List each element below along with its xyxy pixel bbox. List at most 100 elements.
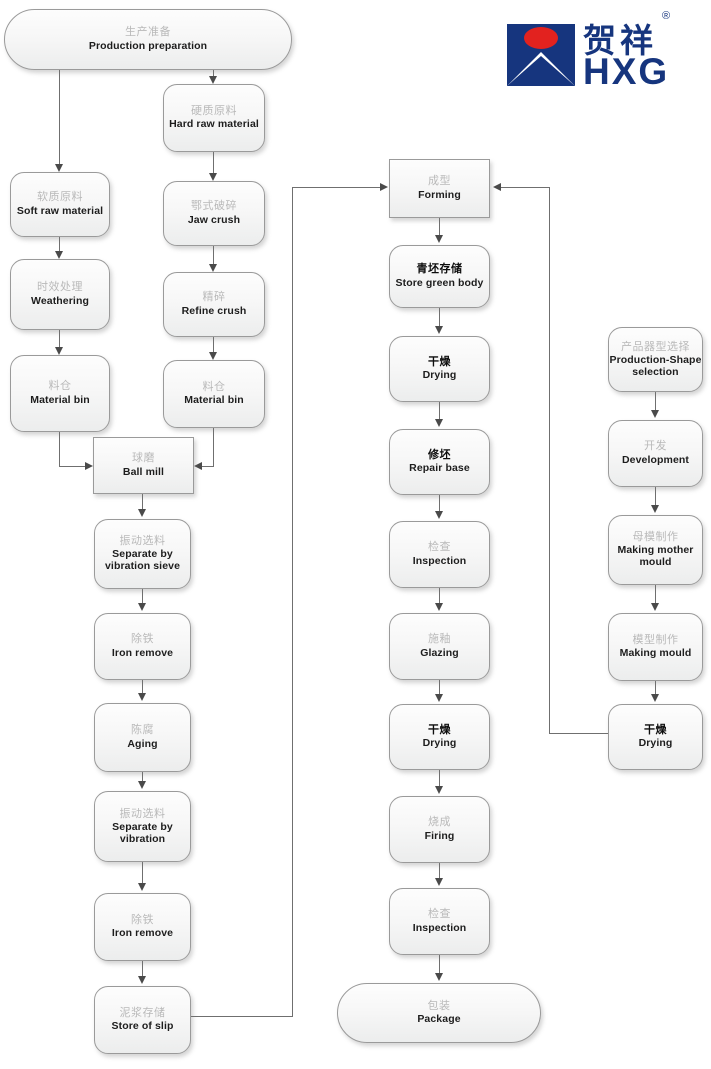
arrowhead-vibration-to-iron2	[138, 883, 146, 891]
connector-glazing-to-drying2	[439, 680, 441, 696]
node-label-cn: 烧成	[428, 815, 451, 829]
node-label-en: Store green body	[395, 276, 484, 289]
connector-softbin-to-ballmill-v	[59, 432, 61, 466]
logo-english-name: HXG	[583, 51, 670, 92]
registered-trademark-icon: ®	[662, 10, 671, 22]
connector-forming-to-greenbody	[439, 218, 441, 237]
arrowhead-soft-to-weathering	[55, 251, 63, 259]
node-label-en: Making mould	[619, 647, 692, 660]
connector-jaw-to-refine	[213, 246, 215, 266]
arrowhead-slip-to-forming	[380, 183, 388, 191]
connector-hardbin-to-ballmill-v	[213, 428, 215, 466]
arrowhead-greenbody-to-drying1	[435, 326, 443, 334]
connector-mothermould-to-mould	[655, 585, 657, 605]
arrowhead-mould-to-drying	[651, 694, 659, 702]
arrowhead-iron1-to-aging	[138, 693, 146, 701]
arrowhead-ballmill-to-sieve	[138, 509, 146, 517]
node-label-en: Production preparation	[88, 39, 208, 52]
node-label-en: Drying	[638, 737, 673, 750]
node-label-cn: 模型制作	[632, 632, 679, 646]
node-label-en: Separate by vibration	[112, 820, 173, 845]
node-label-en: Iron remove	[111, 927, 174, 940]
node-label-en: Material bin	[184, 394, 244, 407]
node-label-cn: 检查	[428, 907, 451, 921]
connector-prep-to-soft	[59, 70, 61, 166]
arrowhead-jaw-to-refine	[209, 264, 217, 272]
connector-prep-to-hard-h	[213, 70, 214, 72]
node-label-en: Production-Shape selection	[609, 353, 702, 378]
node-label-cn: 精碎	[202, 290, 226, 304]
arrowhead-forming-to-greenbody	[435, 235, 443, 243]
node-label-cn: 除铁	[131, 912, 154, 926]
node-label-en: Package	[417, 1013, 461, 1026]
node-label-cn: 干燥	[428, 354, 451, 368]
node-label-cn: 母模制作	[632, 530, 679, 544]
arrowhead-weathering-to-bin	[55, 347, 63, 355]
node-label-cn: 陈腐	[131, 723, 154, 737]
arrowhead-drying2-to-firing	[435, 786, 443, 794]
connector-prep-to-hard	[213, 70, 215, 78]
connector-sieve-to-iron1	[142, 589, 144, 605]
node-label-en: Forming	[418, 188, 461, 201]
connector-ballmill-to-sieve	[142, 494, 144, 511]
node-label-en: Separate by vibration sieve	[104, 548, 181, 573]
node-label-en: Refine crush	[181, 304, 247, 317]
connector-drying2-to-firing	[439, 770, 441, 788]
node-label-en: Ball mill	[122, 465, 165, 478]
connector-softbin-to-ballmill-h	[59, 466, 86, 468]
arrowhead-inspection1-to-glazing	[435, 603, 443, 611]
connector-soft-to-weathering	[59, 237, 61, 253]
connector-hard-to-jaw	[213, 152, 215, 175]
node-label-cn: 球磨	[132, 451, 155, 465]
node-label-cn: 振动选料	[119, 534, 166, 548]
node-label-cn: 硬质原料	[191, 103, 237, 117]
arrowhead-hard-to-jaw	[209, 173, 217, 181]
node-label-cn: 除铁	[131, 632, 154, 646]
connector-firing-to-inspection2	[439, 863, 441, 880]
arrowhead-refine-to-bin	[209, 352, 217, 360]
connector-slip-to-forming-h2	[292, 187, 381, 189]
node-label-cn: 料仓	[48, 379, 72, 393]
node-label-cn: 包装	[427, 998, 451, 1012]
connector-mould-drying-to-forming-v	[549, 187, 551, 734]
node-label-en: Making mother mould	[617, 544, 694, 569]
arrowhead-firing-to-inspection2	[435, 878, 443, 886]
node-label-cn: 鄂式破碎	[191, 199, 237, 213]
connector-development-to-mothermould	[655, 487, 657, 507]
node-label-en: Drying	[422, 737, 457, 750]
connector-drying1-to-repair	[439, 402, 441, 421]
arrowhead-repair-to-inspection1	[435, 511, 443, 519]
connector-weathering-to-bin	[59, 330, 61, 349]
connector-slip-to-forming-h1	[191, 1016, 293, 1018]
